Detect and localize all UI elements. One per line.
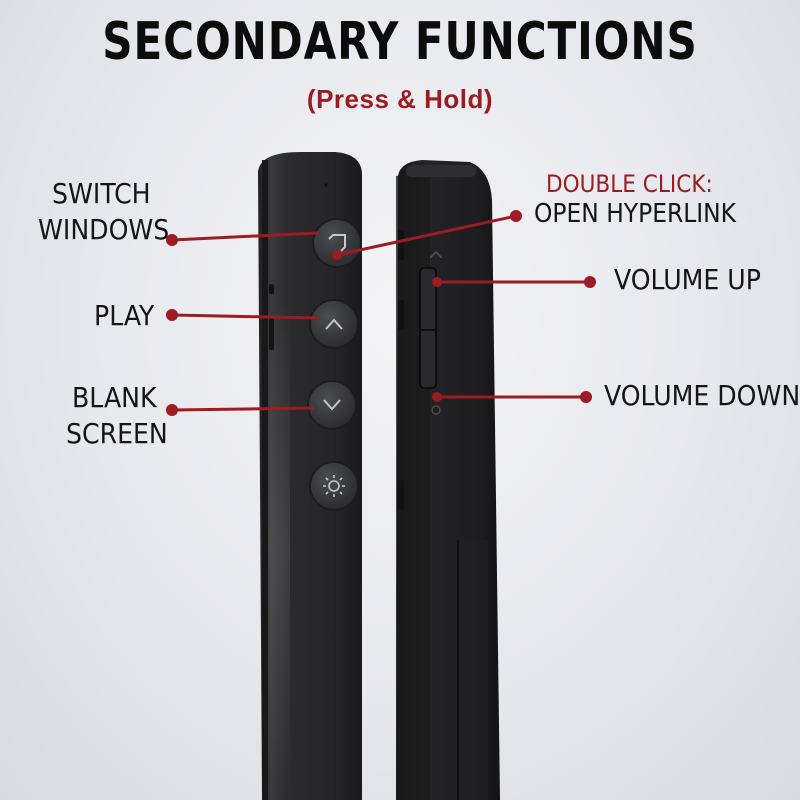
label-switch-windows-2: WINDOWS (38, 213, 170, 246)
page-title: SECONDARY FUNCTIONS (102, 12, 698, 72)
chevron-up-icon (325, 318, 343, 330)
label-volume-up: VOLUME UP (614, 263, 761, 296)
switch-windows-icon (328, 234, 346, 252)
front-buttons (307, 218, 362, 511)
brightness-icon (323, 475, 345, 497)
label-play: PLAY (94, 299, 155, 332)
page-subtitle: (Press & Hold) (306, 84, 494, 114)
label-blank-screen-2: SCREEN (66, 417, 168, 450)
label-blank-screen-1: BLANK (72, 381, 157, 414)
label-volume-down: VOLUME DOWN (604, 379, 800, 412)
label-switch-windows-1: SWITCH (52, 177, 151, 210)
label-double-click: DOUBLE CLICK: (546, 170, 713, 198)
callout-lines (166, 210, 596, 416)
label-open-hyperlink: OPEN HYPERLINK (534, 199, 736, 229)
chevron-down-icon (323, 399, 341, 411)
presenter-side (396, 160, 500, 800)
